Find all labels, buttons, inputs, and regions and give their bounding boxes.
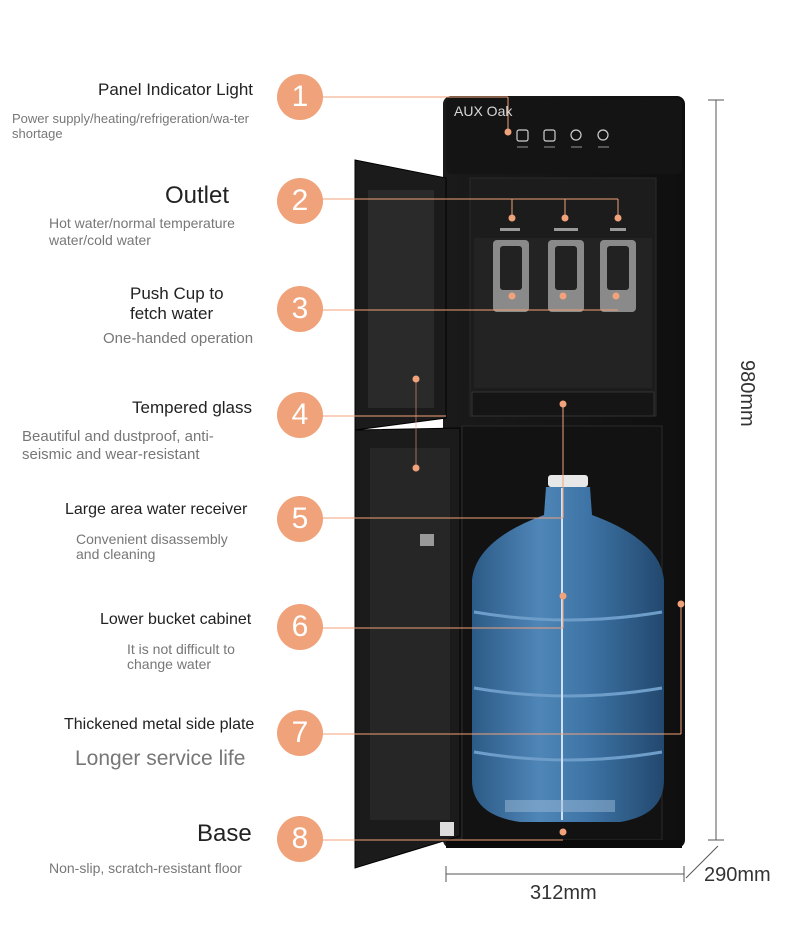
feature-2-description: Hot water/normal temperature water/cold … [49, 215, 235, 248]
tap-paddles [493, 240, 636, 312]
depth-dimension: 290mm [704, 864, 771, 886]
callout-lines [322, 96, 685, 841]
badge-7: 7 [277, 710, 323, 756]
open-door [354, 159, 461, 869]
feature-4-title: Tempered glass [132, 398, 253, 417]
feature-3-title: Push Cup to fetch water [130, 284, 224, 323]
dimension-lines [445, 99, 724, 882]
badge-6: 6 [277, 604, 323, 650]
feature-6-description: It is not difficult to change water [127, 641, 235, 672]
feature-5-description: Convenient disassembly and cleaning [76, 531, 228, 562]
badge-8: 8 [277, 816, 323, 862]
badge-3: 3 [277, 286, 323, 332]
feature-6-title: Lower bucket cabinet [100, 611, 252, 628]
width-dimension: 312mm [530, 882, 597, 904]
feature-1-title: Panel Indicator Light [98, 80, 253, 99]
badge-1: 1 [277, 74, 323, 120]
panel-indicator-icons [516, 129, 609, 142]
water-bottle [472, 475, 664, 822]
height-dimension: 980mm [736, 360, 758, 427]
badge-5: 5 [277, 496, 323, 542]
feature-8-description: Non-slip, scratch-resistant floor [49, 860, 242, 876]
brand-label: AUX Oak [454, 103, 513, 119]
feature-8-title: Base [197, 820, 252, 847]
feature-5-title: Large area water receiver [65, 501, 248, 518]
top-panel [446, 98, 682, 174]
badge-2: 2 [277, 178, 323, 224]
badge-4: 4 [277, 392, 323, 438]
feature-4-description: Beautiful and dustproof, anti-seismic an… [22, 428, 214, 463]
feature-7-title: Thickened metal side plate [64, 716, 255, 733]
feature-1-description: Power supply/heating/refrigeration/wa-te… [12, 111, 250, 141]
feature-7-description: Longer service life [75, 747, 246, 770]
feature-2-title: Outlet [165, 182, 230, 209]
feature-3-description: One-handed operation [103, 330, 254, 347]
